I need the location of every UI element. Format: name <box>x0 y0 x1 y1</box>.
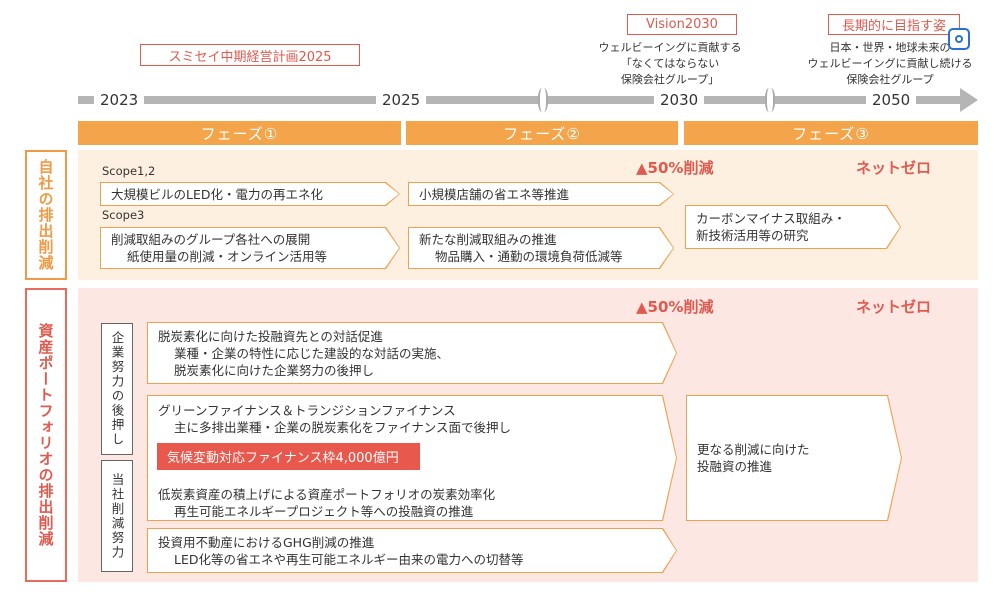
longterm-line: 日本・世界・地球未来の <box>829 41 951 54</box>
item-subtext: 物品購入・通勤の環境負荷低減等 <box>435 249 623 264</box>
phase-3: フェーズ③ <box>684 121 978 145</box>
plan-label: スミセイ中期経営計画2025 <box>140 44 360 66</box>
longterm-label: 長期的に目指す姿 <box>828 14 960 35</box>
lens-icon[interactable] <box>948 28 970 50</box>
section1-target-2050: ネットゼロ <box>856 159 932 177</box>
phase-2: フェーズ② <box>406 121 678 145</box>
vision-line: ウェルビーイングに貢献する <box>598 41 742 54</box>
s1-p2-scope3: 新たな削減取組みの推進物品購入・通勤の環境負荷低減等 <box>408 227 674 269</box>
arrow-icon <box>960 88 978 112</box>
item-text: 大規模ビルのLED化・電力の再エネ化 <box>111 186 323 202</box>
item-text: 新たな削減取組みの推進 <box>419 232 557 247</box>
item-text: 低炭素資産の積上げによる資産ポートフォリオの炭素効率化 <box>158 487 496 502</box>
item-subtext: 脱炭素化に向けた企業努力の後押し <box>174 362 375 378</box>
item-subtext: 再生可能エネルギープロジェクト等への投融資の推進 <box>174 504 474 519</box>
break-mark-icon <box>765 88 775 112</box>
sub-label-own: 当社削減努力 <box>101 460 133 572</box>
vision-line: 保険会社グループ」 <box>620 73 720 86</box>
vision-line: 「なくてはならない <box>620 57 720 70</box>
item-text: グリーンファイナンス＆トランジションファイナンス <box>158 403 456 418</box>
longterm-line: 保険会社グループ <box>846 73 934 86</box>
item-text: 脱炭素化に向けた投融資先との対話促進 <box>158 328 383 344</box>
longterm-line: ウェルビーイングに貢献し続ける <box>807 57 973 70</box>
s1-p1-scope12: 大規模ビルのLED化・電力の再エネ化 <box>100 182 400 206</box>
phase-1: フェーズ① <box>78 121 401 145</box>
s2-item-dialogue: 脱炭素化に向けた投融資先との対話促進業種・企業の特性に応じた建設的な対話の実施、… <box>147 322 677 384</box>
sub-label-support: 企業努力の後押し <box>101 323 133 455</box>
section2-target-2030: ▲50%削減 <box>636 298 714 316</box>
item-subtext: 紙使用量の削減・オンライン活用等 <box>127 249 328 264</box>
longterm-desc: 日本・世界・地球未来の ウェルビーイングに貢献し続ける 保険会社グループ <box>800 40 980 88</box>
year-2025: 2025 <box>376 91 427 109</box>
section1-label: 自社の排出削減 <box>25 150 67 280</box>
break-mark-icon <box>538 88 548 112</box>
finance-highlight-badge: 気候変動対応ファイナンス枠4,000億円 <box>157 443 420 470</box>
scope3-label: Scope3 <box>102 208 145 222</box>
item-text: カーボンマイナス取組み・ <box>696 211 846 226</box>
section2-target-2050: ネットゼロ <box>856 298 932 316</box>
year-2030: 2030 <box>654 91 705 109</box>
item-subtext: LED化等の省エネや再生可能エネルギー由来の電力への切替等 <box>174 551 524 567</box>
item-text: 投融資の推進 <box>697 459 773 474</box>
item-text: 更なる削減に向けた <box>697 442 810 457</box>
s1-p2-scope12: 小規模店舗の省エネ等推進 <box>408 182 674 206</box>
section2-label: 資産ポートフォリオの排出削減 <box>25 288 67 582</box>
section1-target-2030: ▲50%削減 <box>636 159 714 177</box>
item-text: 投資用不動産におけるGHG削減の推進 <box>158 534 375 550</box>
item-subtext: 業種・企業の特性に応じた建設的な対話の実施、 <box>174 345 450 361</box>
s1-p3: カーボンマイナス取組み・新技術活用等の研究 <box>685 205 901 249</box>
item-text: 削減取組みのグループ各社への展開 <box>111 232 311 247</box>
vision-desc: ウェルビーイングに貢献する 「なくてはならない 保険会社グループ」 <box>590 40 750 88</box>
vision-label: Vision2030 <box>627 14 737 35</box>
s2-p3: 更なる削減に向けた投融資の推進 <box>686 395 902 521</box>
item-text: 新技術活用等の研究 <box>696 228 809 243</box>
item-text: 小規模店舗の省エネ等推進 <box>419 186 570 202</box>
item-subtext: 主に多排出業種・企業の脱炭素化をファイナンス面で後押し <box>174 420 512 435</box>
year-2023: 2023 <box>94 91 145 109</box>
scope12-label: Scope1,2 <box>102 164 156 178</box>
s1-p1-scope3: 削減取組みのグループ各社への展開紙使用量の削減・オンライン活用等 <box>100 227 400 269</box>
year-2050: 2050 <box>866 91 917 109</box>
timeline-bar <box>78 96 963 104</box>
